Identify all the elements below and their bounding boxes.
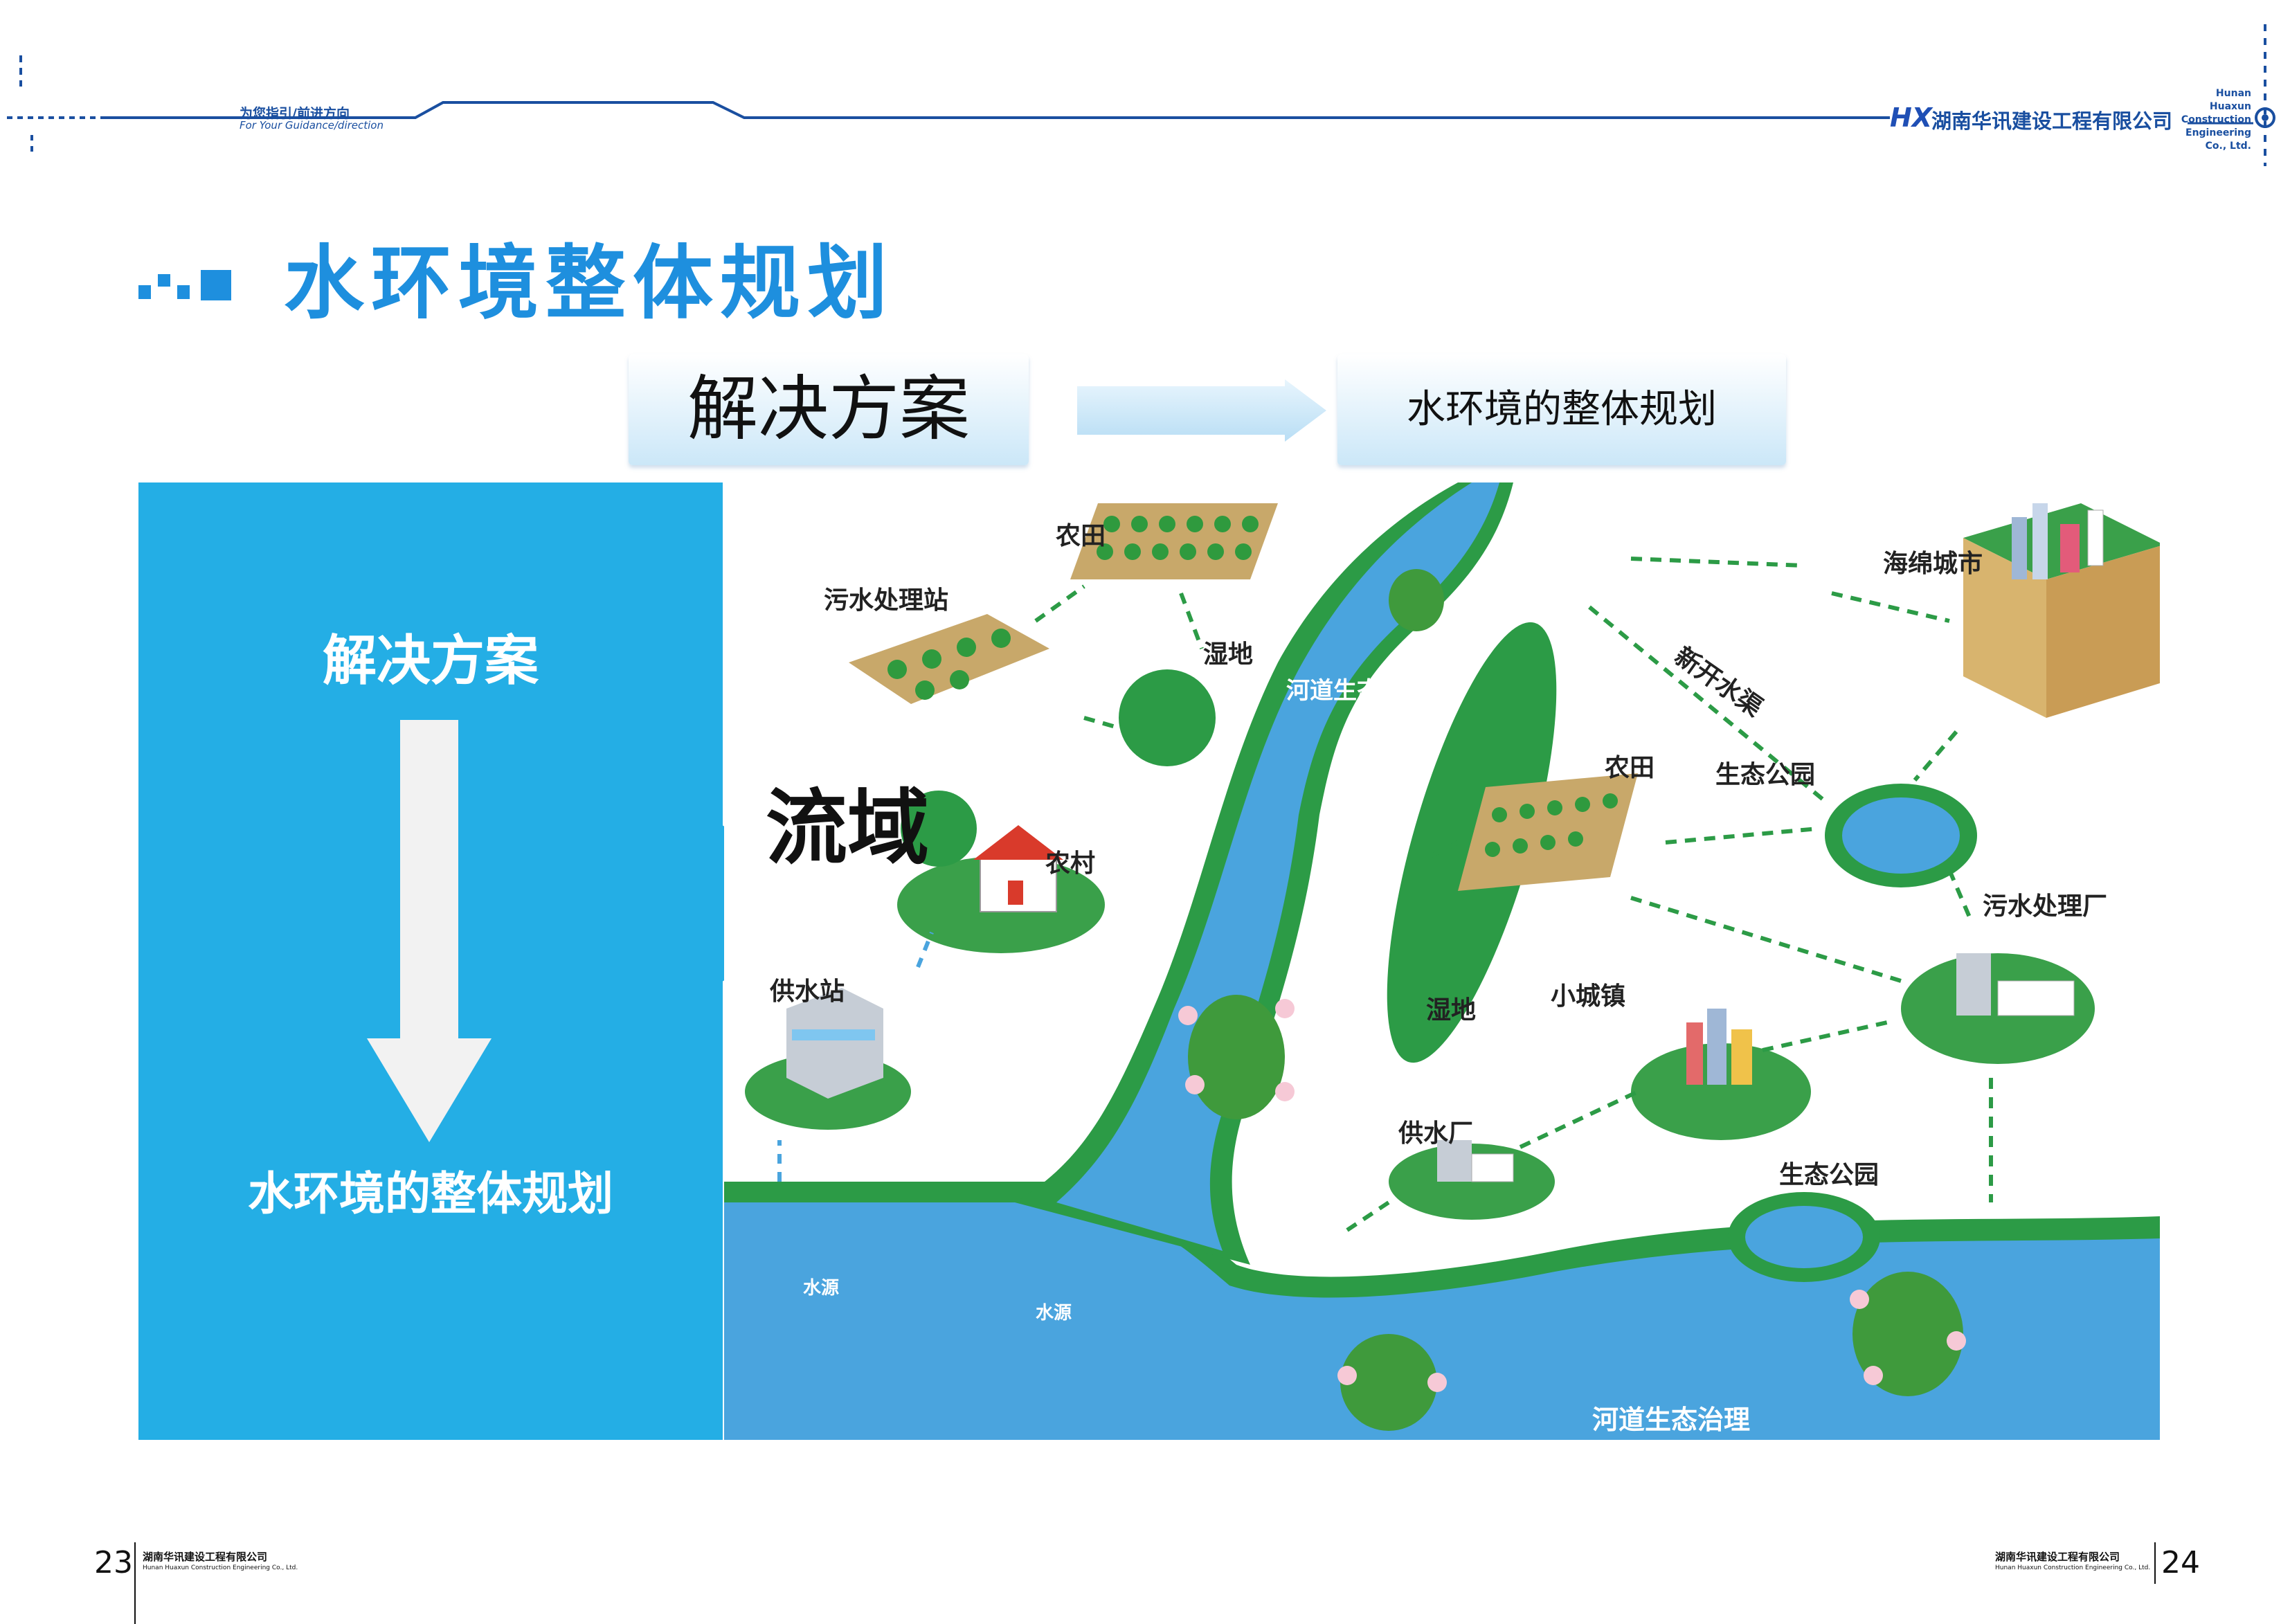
down-arrow-icon (367, 720, 492, 1142)
title-square-small (138, 285, 151, 299)
flow-arrow-icon (1077, 379, 1326, 442)
label-sponge-city: 海绵城市 (1883, 550, 1983, 578)
footer-divider (2154, 1542, 2156, 1584)
label-river-treatment-bottom: 河道生态治理 (1592, 1405, 1751, 1435)
company-logo: HX (1890, 102, 1933, 133)
page-title: 水环境整体规划 (284, 237, 894, 330)
left-page-number: 23 (94, 1545, 133, 1580)
label-small-town: 小城镇 (1551, 982, 1626, 1011)
header-tagline: 为您指引/前进方向 (240, 106, 350, 121)
flow-to-box: 水环境的整体规划 (1337, 354, 1786, 465)
company-en-line: Huaxun (2209, 101, 2251, 112)
flow-to-label: 水环境的整体规划 (1407, 387, 1717, 432)
label-water-source-2: 水源 (1036, 1303, 1072, 1324)
footer-company-left: 湖南华讯建设工程有限公司 (143, 1551, 268, 1563)
label-sewage-plant: 污水处理厂 (1983, 892, 2108, 921)
flow-from-label: 解决方案 (687, 368, 970, 451)
title-square-large (201, 270, 231, 300)
flow-from-box: 解决方案 (629, 354, 1029, 465)
label-wetland-mid: 湿地 (1426, 996, 1477, 1025)
header-tagline-en: For Your Guidance/direction (240, 119, 384, 132)
header-company-name: 湖南华讯建设工程有限公司 (1931, 109, 2173, 133)
label-sewage-station: 污水处理站 (824, 586, 949, 615)
company-en-line: Engineering (2185, 127, 2251, 138)
label-wetland-top: 湿地 (1203, 640, 1254, 669)
footer-company-en-right: Hunan Huaxun Construction Engineering Co… (1995, 1564, 2151, 1571)
label-eco-park-bottom: 生态公园 (1779, 1161, 1879, 1189)
label-farmland-mid: 农田 (1605, 754, 1655, 782)
footer-company-right: 湖南华讯建设工程有限公司 (1995, 1551, 2120, 1563)
header-decoration (7, 24, 2275, 166)
label-village: 农村 (1045, 849, 1096, 878)
basin-water-map (724, 482, 2160, 1440)
footer-divider (134, 1542, 136, 1624)
label-farmland-top: 农田 (1056, 522, 1106, 550)
title-square-small (177, 285, 190, 299)
footer-company-en-left: Hunan Huaxun Construction Engineering Co… (143, 1564, 298, 1571)
label-eco-park-top: 生态公园 (1715, 761, 1816, 789)
label-water-source-1: 水源 (803, 1278, 840, 1299)
label-river-treatment-top: 河道生态治理 (1286, 677, 1427, 705)
basin-label: 流域 (766, 780, 930, 876)
panel-top-label: 解决方案 (322, 630, 539, 692)
label-water-station: 供水站 (770, 977, 845, 1006)
company-en-line: Construction (2181, 114, 2251, 125)
title-square-small (158, 274, 170, 287)
right-page-number: 24 (2161, 1545, 2200, 1580)
header-company-name-en: Hunan Huaxun Construction Engineering Co… (2154, 87, 2251, 153)
label-water-plant: 供水厂 (1398, 1119, 1474, 1148)
panel-bottom-label: 水环境的整体规划 (248, 1167, 613, 1220)
company-en-line: Hunan (2215, 88, 2251, 99)
company-en-line: Co., Ltd. (2205, 141, 2251, 152)
